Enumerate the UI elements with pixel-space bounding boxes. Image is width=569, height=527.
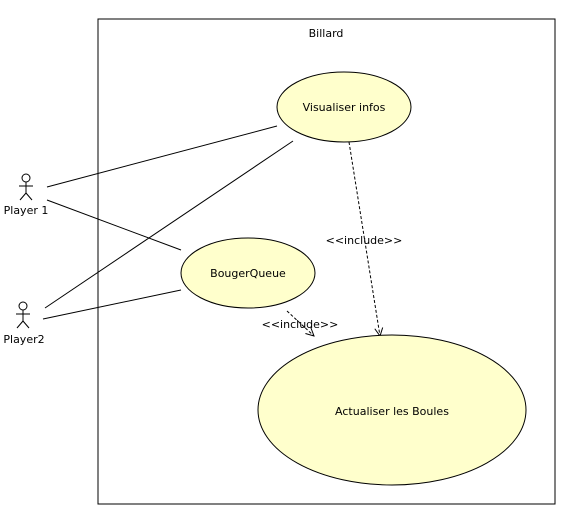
- actor-player2[interactable]: Player2: [3, 301, 45, 346]
- association-player2-visualiser: [44, 140, 294, 309]
- actor-player1[interactable]: Player 1: [4, 173, 49, 217]
- use-case-actualiser[interactable]: Actualiser les Boules: [257, 334, 527, 486]
- use-case-actualiser-shape: [257, 334, 527, 486]
- use-case-bouger-shape: [180, 237, 316, 309]
- system-name: Billard: [309, 27, 344, 40]
- use-case-visualiser[interactable]: Visualiser infos: [276, 71, 412, 143]
- system-boundary: [97, 18, 556, 505]
- stick-figure-icon: [16, 301, 30, 329]
- include-label-visualiser: <<include>>: [326, 234, 403, 247]
- include-visualiser-actualiser: [348, 141, 380, 336]
- association-player1-visualiser: [46, 125, 278, 188]
- actor-player2-label: Player2: [3, 333, 44, 346]
- use-case-bouger[interactable]: BougerQueue: [180, 237, 316, 309]
- use-case-actualiser-label: Actualiser les Boules: [335, 405, 449, 418]
- stick-figure-icon: [19, 173, 33, 201]
- association-player1-bouger: [46, 199, 182, 251]
- association-player2-bouger: [42, 289, 182, 320]
- use-case-visualiser-label: Visualiser infos: [303, 101, 386, 114]
- include-bouger-actualiser: [286, 310, 314, 336]
- actor-player1-label: Player 1: [4, 204, 49, 217]
- use-case-bouger-label: BougerQueue: [210, 267, 286, 280]
- use-case-visualiser-shape: [276, 71, 412, 143]
- include-label-bouger: <<include>>: [262, 318, 339, 331]
